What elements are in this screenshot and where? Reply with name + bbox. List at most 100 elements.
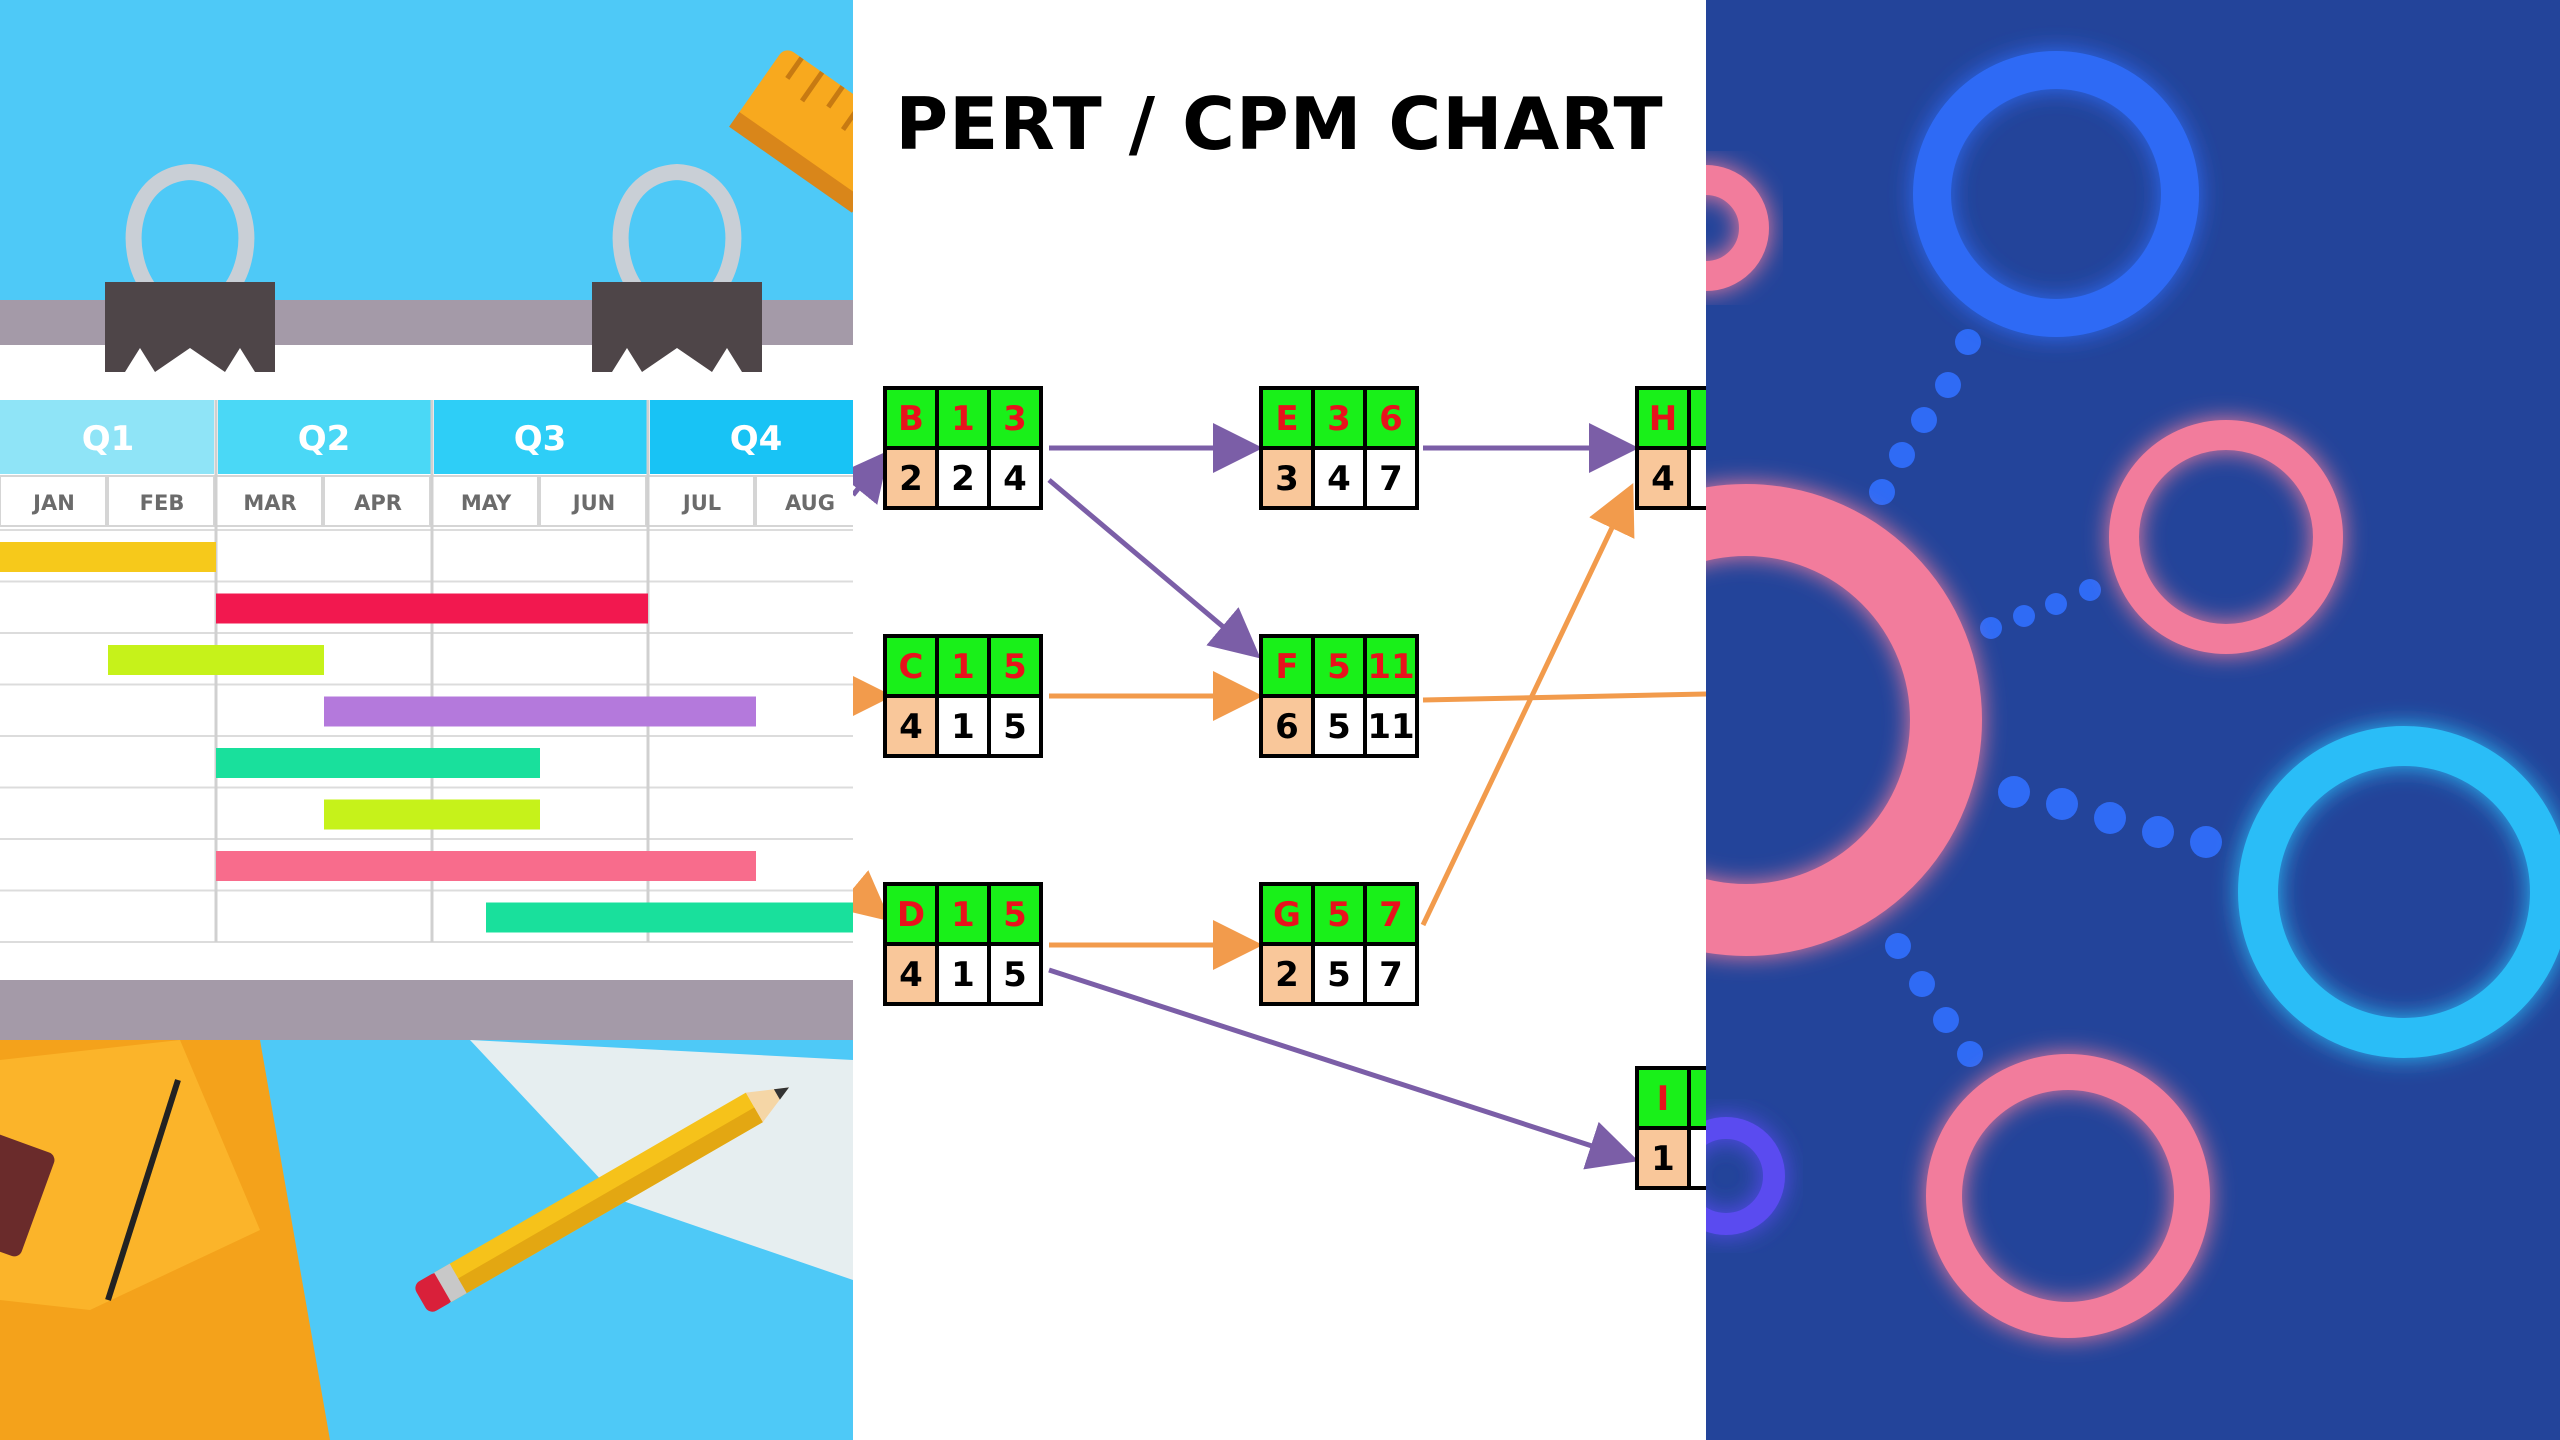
ring-violet-edge	[1706, 1117, 1785, 1235]
quarter-cell	[218, 400, 432, 474]
node-header-value: 6	[1379, 399, 1403, 439]
ring-cyan	[2238, 726, 2560, 1058]
node-header-value: G	[1273, 895, 1301, 935]
edge-g-h	[1420, 482, 1635, 927]
quarter-label: Q3	[514, 419, 567, 459]
network-illustration	[1706, 51, 2560, 1338]
node-body-value: 1	[1703, 1139, 1706, 1179]
month-cell	[755, 475, 853, 527]
node-header-value: F	[1275, 647, 1298, 687]
month-cell	[215, 475, 323, 527]
board-bottom-rail	[0, 980, 853, 1040]
node-body-value: 4	[899, 955, 923, 995]
node-body-value: 1	[1651, 1139, 1675, 1179]
month-label: MAY	[461, 491, 512, 515]
node-body-value: 4	[1327, 459, 1351, 499]
month-label: FEB	[140, 491, 185, 515]
notebook-shape	[0, 1040, 260, 1310]
node-body-cell	[935, 694, 991, 758]
node-body-value: 1	[951, 707, 975, 747]
node-body-cell	[1687, 446, 1706, 510]
node-body-value: 5	[1003, 955, 1027, 995]
edge-b-f	[1047, 478, 1261, 659]
node-body-value: 5	[1327, 955, 1351, 995]
node-body-cell	[987, 446, 1043, 510]
month-label: JAN	[31, 491, 75, 515]
node-header-value: 3	[1003, 399, 1027, 439]
book-icon	[0, 1133, 55, 1257]
node-header-cell	[987, 634, 1043, 698]
node-header-value: 5	[1327, 647, 1351, 687]
quarter-cell	[650, 400, 853, 474]
dotted-connectors	[1869, 329, 2222, 1067]
node-header-value: 1	[951, 895, 975, 935]
gantt-bar	[216, 593, 648, 624]
node-body-value: 1	[951, 955, 975, 995]
node-body-cell	[1363, 446, 1419, 510]
node-header-value: 11	[1367, 647, 1414, 687]
node-body-cell	[935, 446, 991, 510]
node-body-cell	[1635, 1126, 1691, 1190]
month-cell	[107, 475, 215, 527]
month-cell	[323, 475, 431, 527]
node-body-cell	[1259, 694, 1315, 758]
node-body-value: 5	[1003, 707, 1027, 747]
edge-in-d	[853, 870, 891, 922]
month-label: MAR	[243, 491, 296, 515]
pencil-icon	[415, 1087, 790, 1312]
node-body-value: 6	[1275, 707, 1299, 747]
ring-pink-bottom	[1926, 1054, 2210, 1338]
node-header-cell	[1687, 386, 1706, 450]
gantt-bar	[324, 696, 756, 727]
ring-pink-small-edge	[1706, 165, 1769, 291]
node-body-value: 4	[899, 707, 923, 747]
node-header-value: I	[1657, 1079, 1670, 1119]
node-header-value: 5	[1327, 895, 1351, 935]
month-cell	[431, 475, 539, 527]
node-body-cell	[883, 942, 939, 1006]
node-body-value: 4	[1651, 459, 1675, 499]
gantt-bar	[216, 851, 756, 881]
quarter-cell	[434, 400, 648, 474]
node-header-value: B	[898, 399, 924, 439]
node-body-value: 2	[899, 459, 923, 499]
ring-pink-mid	[2109, 420, 2343, 654]
node-header-value: C	[899, 647, 924, 687]
quarter-label: Q4	[730, 419, 783, 459]
gantt-bar	[486, 902, 853, 933]
network-illustration-panel	[1706, 0, 2560, 1440]
binder-clip-icon	[105, 163, 275, 372]
node-body-cell	[1311, 694, 1367, 758]
node-body-value: 11	[1367, 707, 1414, 747]
pert-edges	[853, 423, 1706, 1170]
node-body-cell	[1363, 942, 1419, 1006]
ruler-icon	[729, 50, 853, 213]
month-cell	[0, 475, 107, 527]
node-header-value: E	[1275, 399, 1298, 439]
node-body-value: 7	[1379, 459, 1403, 499]
edge-in-b	[853, 450, 890, 505]
quarter-label: Q1	[82, 419, 135, 459]
node-header-cell	[1363, 634, 1419, 698]
gantt-bar	[108, 645, 324, 675]
gantt-bars	[0, 542, 853, 933]
node-body-value: 4	[1003, 459, 1027, 499]
edge-d-i	[1048, 967, 1639, 1170]
node-header-value: D	[897, 895, 925, 935]
node-header-cell	[1259, 882, 1315, 946]
node-body-value: 3	[1275, 459, 1299, 499]
pert-node-i: I11	[1635, 1066, 1706, 1190]
node-header-value: 3	[1327, 399, 1351, 439]
node-header-value: 7	[1379, 895, 1403, 935]
